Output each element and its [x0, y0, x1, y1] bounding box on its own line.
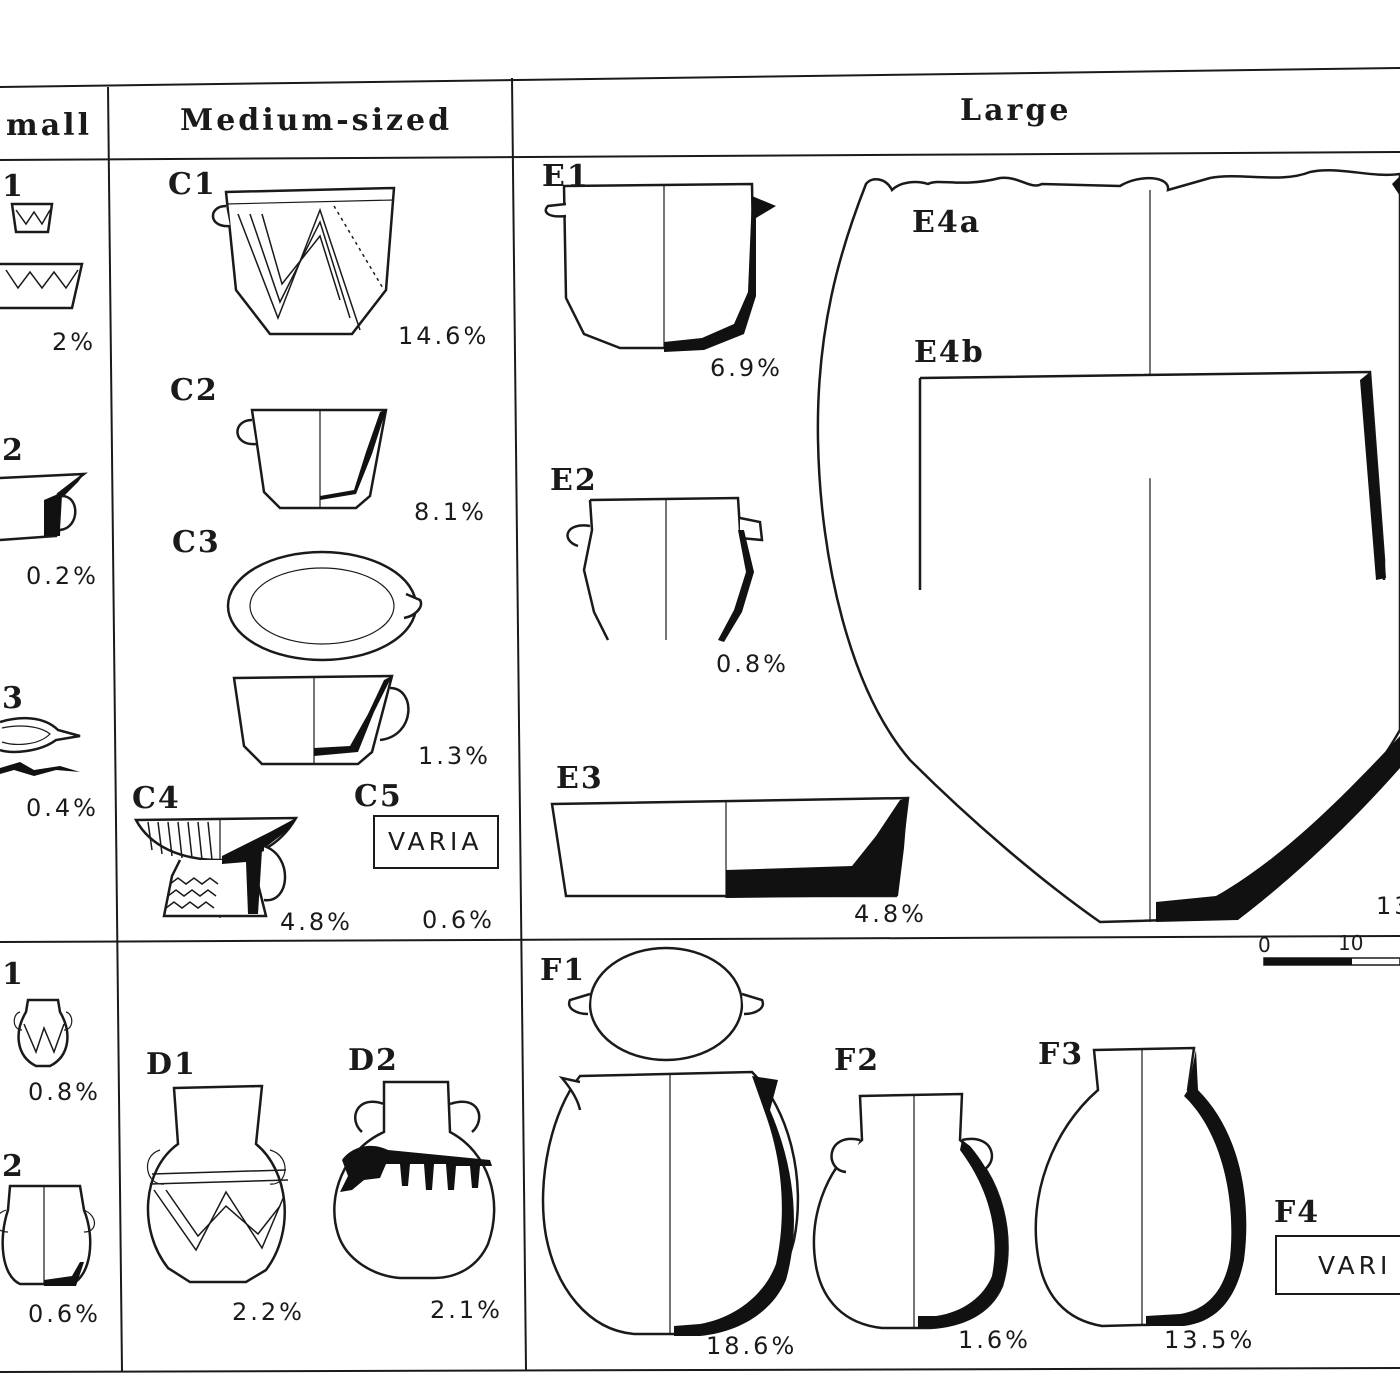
svg-text:2.2%: 2.2% — [232, 1298, 305, 1326]
svg-text:F1: F1 — [540, 953, 586, 988]
varia-box-c5: VARIA — [388, 827, 482, 856]
vessel-c5: C5 VARIA 0.6% — [354, 779, 499, 934]
vessel-e1: E1 6.9% — [542, 159, 783, 382]
svg-text:D1: D1 — [146, 1047, 197, 1082]
svg-text:C1: C1 — [168, 167, 217, 202]
svg-text:0.4%: 0.4% — [26, 794, 99, 822]
vessel-small-1: 1 2% — [0, 169, 96, 356]
vessel-c3: C3 1.3% — [172, 525, 491, 770]
svg-text:F2: F2 — [834, 1043, 880, 1078]
vessel-c4: C4 4.8% — [132, 781, 353, 936]
vessel-f1: F1 18.6% — [540, 946, 800, 1360]
svg-text:18.6%: 18.6% — [706, 1332, 797, 1360]
svg-text:8.1%: 8.1% — [414, 498, 487, 526]
svg-text:0: 0 — [1258, 933, 1271, 957]
svg-text:0.8%: 0.8% — [28, 1078, 101, 1106]
svg-text:F4: F4 — [1274, 1195, 1320, 1230]
vessel-e3: E3 4.8% — [550, 761, 927, 928]
vessel-d1: D1 2.2% — [146, 1047, 305, 1326]
svg-text:0.6%: 0.6% — [28, 1300, 101, 1328]
header-small: mall — [6, 108, 92, 143]
svg-text:1: 1 — [2, 169, 25, 204]
svg-text:3: 3 — [2, 681, 25, 716]
svg-text:10: 10 — [1338, 931, 1363, 955]
svg-text:E2: E2 — [550, 463, 598, 498]
svg-text:D2: D2 — [348, 1043, 399, 1078]
table-grid — [0, 67, 1400, 1373]
svg-text:E3: E3 — [556, 761, 604, 796]
scale-bar: 0 10 — [1258, 931, 1400, 966]
svg-text:C3: C3 — [172, 525, 221, 560]
label-e4a: E4a — [912, 205, 981, 240]
vessel-small-2: 2 0.2% — [0, 433, 99, 590]
vessel-small-3: 3 0.4% — [0, 681, 99, 822]
svg-text:1: 1 — [2, 957, 25, 992]
vessel-small-b1: 1 0.8% — [2, 957, 101, 1106]
svg-text:4.8%: 4.8% — [280, 908, 353, 936]
svg-text:6.9%: 6.9% — [710, 354, 783, 382]
header-large: Large — [960, 93, 1071, 128]
svg-text:0.6%: 0.6% — [422, 906, 495, 934]
svg-text:F3: F3 — [1038, 1037, 1084, 1072]
svg-text:C2: C2 — [170, 373, 219, 408]
svg-text:0.8%: 0.8% — [716, 650, 789, 678]
svg-text:1.6%: 1.6% — [958, 1326, 1031, 1354]
svg-text:2: 2 — [2, 1149, 25, 1184]
varia-box-f4: VARI — [1318, 1251, 1391, 1280]
svg-text:C5: C5 — [354, 779, 403, 814]
svg-text:2%: 2% — [52, 328, 96, 356]
label-e4b: E4b — [914, 335, 985, 370]
svg-text:C4: C4 — [132, 781, 181, 816]
header-medium-sized: Medium-sized — [180, 103, 452, 138]
vessel-d2: D2 2.1% — [333, 1043, 503, 1324]
vessel-c1: C1 14.6% — [168, 167, 489, 350]
vessel-f4: F4 VARI — [1274, 1195, 1400, 1295]
svg-text:0.2%: 0.2% — [26, 562, 99, 590]
svg-text:1.3%: 1.3% — [418, 742, 491, 770]
svg-text:14.6%: 14.6% — [398, 322, 489, 350]
vessel-e2: E2 0.8% — [550, 463, 789, 678]
svg-text:13: 13 — [1376, 892, 1400, 920]
svg-text:2.1%: 2.1% — [430, 1296, 503, 1324]
vessel-f2: F2 1.6% — [812, 1043, 1031, 1354]
vessel-small-b2: 2 0.6% — [0, 1149, 101, 1328]
vessel-c2: C2 8.1% — [170, 373, 487, 526]
vessel-e4: E4a E4b 13 — [816, 169, 1400, 924]
svg-text:4.8%: 4.8% — [854, 900, 927, 928]
vessel-f3: F3 13.5% — [1034, 1037, 1255, 1354]
svg-text:2: 2 — [2, 433, 25, 468]
svg-text:13.5%: 13.5% — [1164, 1326, 1255, 1354]
